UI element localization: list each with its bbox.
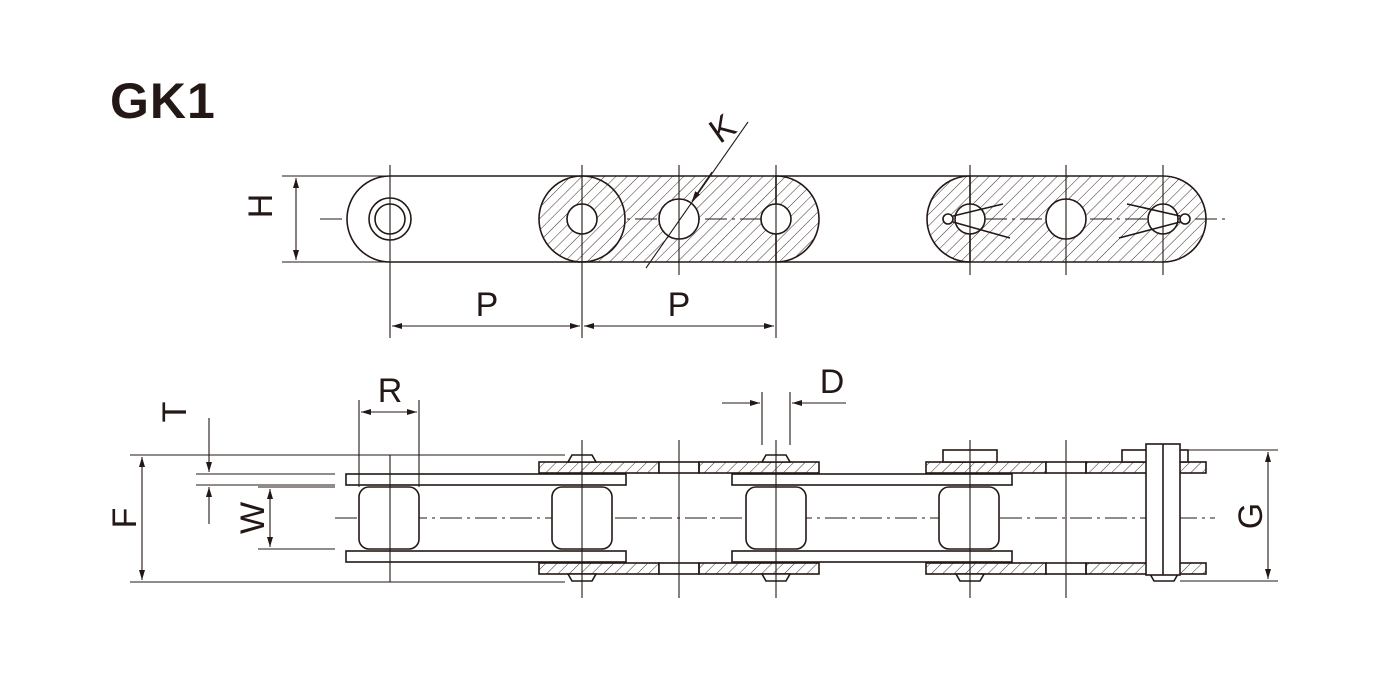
dimension-t: T [156, 402, 335, 524]
side-view: R D T W [106, 363, 1278, 598]
dimension-f: F [106, 454, 565, 583]
label-r: R [378, 372, 403, 410]
inner-plates [345, 473, 1013, 563]
label-k: K [702, 107, 743, 151]
label-g: G [1232, 503, 1270, 529]
label-f: F [106, 508, 144, 529]
dimension-g: G [1180, 449, 1278, 582]
top-view: H P P K [242, 107, 1225, 338]
side-vertical-centerlines [389, 440, 1067, 598]
dimension-h: H [242, 175, 390, 263]
dimension-w: W [234, 486, 335, 550]
drawing-title: GK1 [110, 73, 216, 129]
dimension-d: D [722, 363, 846, 445]
label-t: T [156, 402, 194, 423]
cotter-pin-right [1118, 203, 1191, 239]
label-p-left: P [476, 286, 499, 324]
label-p-right: P [668, 286, 691, 324]
dimension-r: R [358, 372, 420, 487]
label-h: H [242, 194, 280, 219]
label-w: W [234, 502, 272, 534]
label-d: D [820, 363, 845, 401]
dimension-p: P P [392, 286, 774, 329]
cotter-pin-left [942, 203, 1011, 239]
